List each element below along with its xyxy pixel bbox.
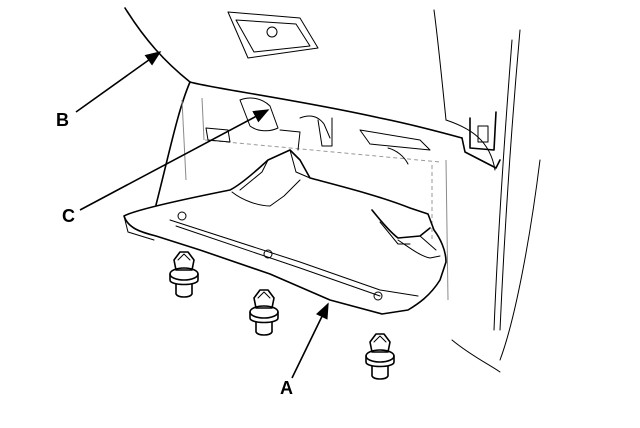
callout-label-a: A — [280, 378, 293, 398]
lower-cover-panel — [123, 149, 447, 315]
leader-arrow-c — [79, 109, 270, 211]
dashboard-panel — [124, 7, 541, 373]
leader-arrow-b — [75, 51, 162, 113]
clip-1 — [169, 251, 199, 298]
callout-label-b: B — [56, 110, 69, 130]
leader-arrow-a — [291, 302, 329, 379]
clip-3 — [365, 333, 395, 380]
clip-2 — [249, 289, 279, 336]
callout-label-c: C — [62, 206, 75, 226]
